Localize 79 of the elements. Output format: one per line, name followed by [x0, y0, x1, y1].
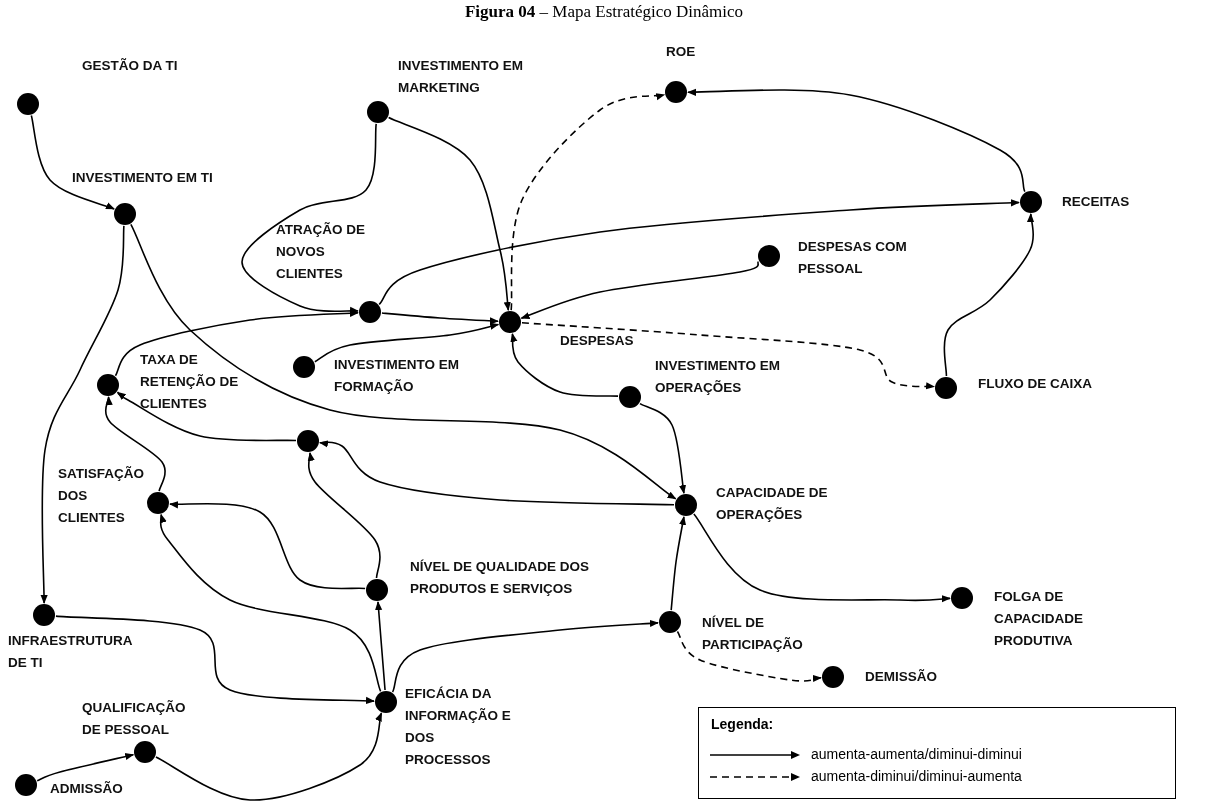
arrow [375, 601, 386, 691]
node-circle [134, 741, 156, 763]
arrow [319, 439, 675, 506]
node-circle [499, 311, 521, 333]
node-circle [367, 101, 389, 123]
node-label: ATRAÇÃO DE NOVOS CLIENTES [276, 221, 366, 283]
node-label: DEMISSÃO [865, 668, 938, 686]
node-circle [935, 377, 957, 399]
node-circle [293, 356, 315, 378]
arrow [639, 402, 687, 495]
node-label: INVESTIMENTO EM FORMAÇÃO [334, 356, 460, 396]
node-label: NÍVEL DE QUALIDADE DOS PRODUTOS E SERVIÇOS [410, 558, 591, 598]
node-circle [97, 374, 119, 396]
arrow [314, 322, 500, 363]
node-circle [951, 587, 973, 609]
arrow [40, 225, 125, 604]
arrow [158, 513, 382, 693]
node-circle [15, 774, 37, 796]
node-circle [359, 301, 381, 323]
arrow [943, 213, 1035, 377]
figure-title: Figura 04 – Mapa Estratégico Dinâmico [463, 2, 745, 22]
node-label: INVESTIMENTO EM OPERAÇÕES [655, 357, 781, 397]
arrow [693, 513, 951, 603]
arrow [155, 712, 383, 801]
node-label: TAXA DE RETENÇÃO DE CLIENTES [140, 351, 240, 413]
node-label: DESPESAS COM PESSOAL [798, 238, 908, 278]
node-circle [366, 579, 388, 601]
arrow [391, 619, 659, 693]
node-circle [619, 386, 641, 408]
arrow [676, 630, 822, 683]
legend-text: aumenta-diminui/diminui-aumenta [811, 768, 1022, 784]
arrow [114, 309, 359, 377]
node-label: RECEITAS [1062, 193, 1131, 211]
node-circle [114, 203, 136, 225]
arrow [169, 500, 366, 590]
arrow [687, 88, 1026, 193]
node-label: INFRAESTRUTURA DE TI [8, 632, 133, 672]
arrow [520, 261, 760, 319]
node-label: CAPACIDADE DE OPERAÇÕES [716, 484, 829, 524]
arrow [387, 116, 511, 311]
node-circle [297, 430, 319, 452]
node-label: EFICÁCIA DA INFORMAÇÃO E DOS PROCESSOS [405, 685, 512, 769]
legend-text: aumenta-aumenta/diminui-diminui [811, 746, 1022, 762]
node-circle [758, 245, 780, 267]
node-label: INVESTIMENTO EM TI [72, 169, 214, 187]
node-label: NÍVEL DE PARTICIPAÇÃO [702, 614, 804, 654]
arrow [36, 753, 135, 782]
arrow [55, 615, 375, 705]
node-circle [665, 81, 687, 103]
node-circle [822, 666, 844, 688]
node-label: FOLGA DE CAPACIDADE PRODUTIVA [994, 588, 1084, 650]
node-label: ROE [666, 43, 697, 61]
node-circle [375, 691, 397, 713]
node-label: INVESTIMENTO EM MARKETING [398, 57, 524, 97]
node-label: SATISFAÇÃO DOS CLIENTES [58, 465, 145, 527]
arrow [130, 223, 677, 500]
arrow [241, 123, 377, 315]
node-label: DESPESAS [560, 332, 635, 350]
arrow [104, 396, 166, 492]
arrow [116, 391, 297, 442]
arrow [378, 199, 1020, 306]
node-circle [147, 492, 169, 514]
node-label: ADMISSÃO [50, 780, 124, 798]
node-circle [17, 93, 39, 115]
node-circle [1020, 191, 1042, 213]
node-label: GESTÃO DA TI [82, 57, 179, 75]
node-circle [659, 611, 681, 633]
arrow [306, 451, 381, 579]
node-label: QUALIFICAÇÃO DE PESSOAL [82, 699, 187, 739]
arrow [510, 92, 666, 311]
legend-title: Legenda: [711, 716, 774, 732]
node-label: FLUXO DE CAIXA [978, 375, 1093, 393]
node-circle [33, 604, 55, 626]
arrow [670, 515, 686, 611]
node-circle [675, 494, 697, 516]
arrow [521, 322, 935, 390]
arrow [381, 312, 499, 325]
arrow [30, 114, 115, 210]
arrow [509, 332, 619, 397]
